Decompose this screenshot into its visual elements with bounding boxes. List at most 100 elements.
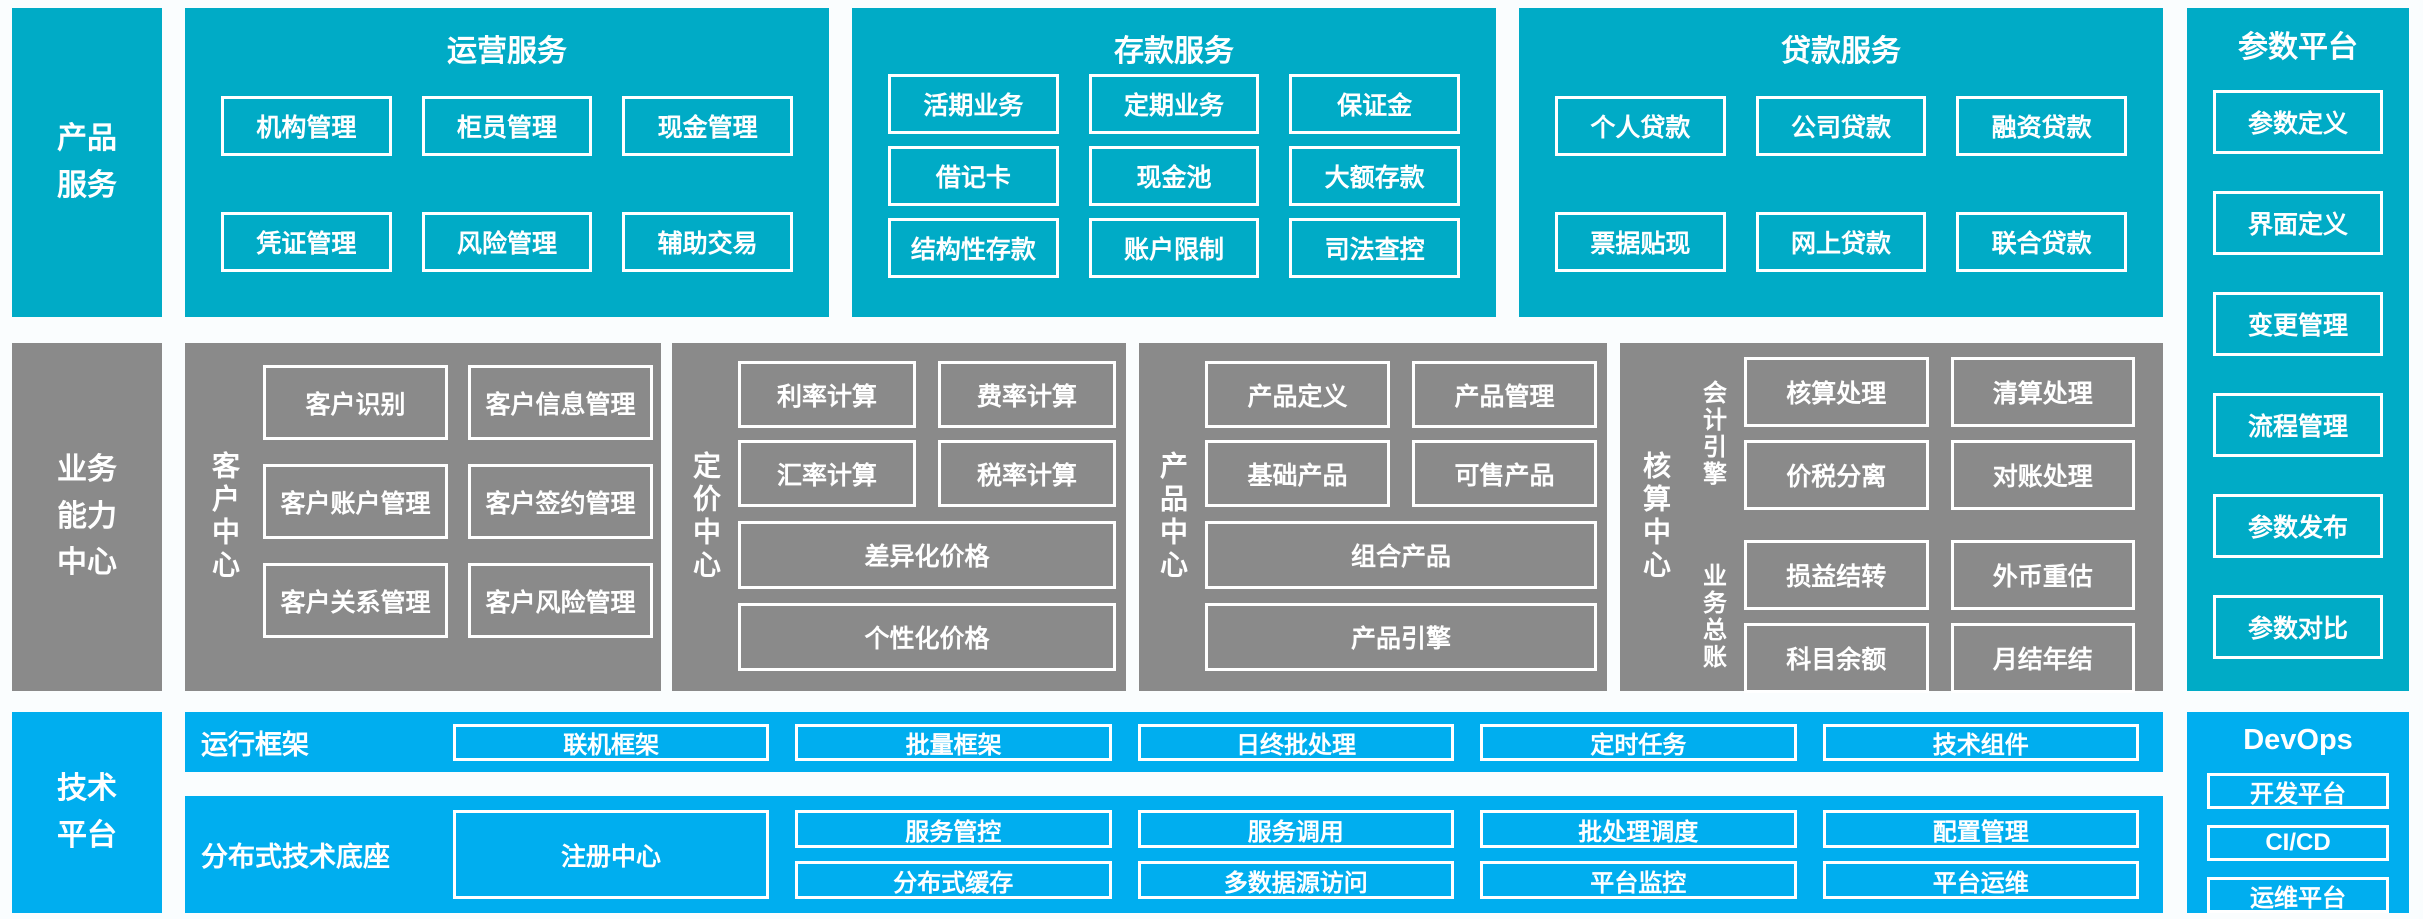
devops-panel: DevOps 开发平台 CI/CD 运维平台 (2187, 712, 2409, 913)
parameter-platform-title: 参数平台 (2238, 31, 2358, 64)
operations-services-panel: 运营服务 机构管理 柜员管理 现金管理 凭证管理 风险管理 辅助交易 (185, 8, 829, 317)
loan-services-title: 贷款服务 (1781, 35, 1901, 68)
module-box: 客户签约管理 (468, 464, 653, 539)
module-box: 流程管理 (2213, 393, 2383, 457)
distributed-base-band: 分布式技术底座 注册中心 服务管控 服务调用 批处理调度 配置管理 分布式缓存 … (185, 796, 2163, 913)
module-box: 汇率计算 (738, 440, 916, 507)
module-box: 联机框架 (453, 723, 770, 761)
module-box: 批量框架 (795, 723, 1112, 761)
module-box: 月结年结 (1950, 623, 2135, 693)
deposit-services-title: 存款服务 (1114, 35, 1234, 68)
module-box: 科目余额 (1744, 623, 1929, 693)
business-ledger-label: 业务总账 (1698, 562, 1726, 671)
module-box: 基础产品 (1205, 440, 1390, 507)
module-box: 核算处理 (1744, 357, 1929, 427)
module-box: 票据贴现 (1555, 212, 1726, 272)
module-box: 参数发布 (2213, 494, 2383, 558)
rail-tech-platform: 技术 平台 (12, 712, 162, 913)
rail-tech-platform-line2: 平台 (57, 818, 117, 852)
module-box: 运维平台 (2207, 877, 2389, 913)
customer-center-label: 客户中心 (209, 451, 240, 583)
module-box: 税率计算 (938, 440, 1116, 507)
product-center-label: 产品中心 (1157, 451, 1188, 583)
pricing-center-label: 定价中心 (690, 451, 721, 583)
module-box: 配置管理 (1822, 810, 2139, 848)
module-box: 对账处理 (1950, 440, 2135, 510)
rail-tech-platform-line1: 技术 (57, 772, 117, 805)
customer-center-panel: 客户中心 客户识别 客户信息管理 客户账户管理 客户签约管理 客户关系管理 客户… (185, 343, 661, 691)
operations-services-grid: 机构管理 柜员管理 现金管理 凭证管理 风险管理 辅助交易 (185, 70, 829, 272)
module-box: 可售产品 (1412, 440, 1597, 507)
devops-title: DevOps (2243, 724, 2353, 756)
operations-services-title: 运营服务 (447, 35, 567, 68)
business-ledger-label-zone: 业务总账 (1690, 540, 1734, 693)
module-box: 组合产品 (1205, 521, 1597, 589)
runtime-framework-grid: 联机框架 批量框架 日终批处理 定时任务 技术组件 (453, 723, 2139, 761)
module-box: 融资贷款 (1956, 96, 2127, 156)
module-box: 费率计算 (938, 361, 1116, 428)
module-box: 客户账户管理 (263, 464, 448, 539)
module-box: 个人贷款 (1555, 96, 1726, 156)
module-box: 平台运维 (1822, 861, 2139, 899)
accounting-engine-label-zone: 会计引擎 (1690, 357, 1734, 510)
pricing-center-grid: 利率计算 费率计算 汇率计算 税率计算 (738, 361, 1116, 507)
deposit-services-panel: 存款服务 活期业务 定期业务 保证金 借记卡 现金池 大额存款 结构性存款 账户… (852, 8, 1496, 317)
distributed-base-grid: 服务管控 服务调用 批处理调度 配置管理 分布式缓存 多数据源访问 平台监控 平… (795, 810, 2139, 899)
runtime-framework-band: 运行框架 联机框架 批量框架 日终批处理 定时任务 技术组件 (185, 712, 2163, 772)
module-box: 界面定义 (2213, 191, 2383, 255)
business-ledger-group: 业务总账 损益结转 外币重估 科目余额 月结年结 (1690, 540, 2135, 693)
module-box: 服务调用 (1137, 810, 1454, 848)
rail-product-services: 产品 服务 (12, 8, 162, 317)
rail-business-capability-line2: 能力 (57, 499, 117, 533)
module-box: 清算处理 (1950, 357, 2135, 427)
module-box: 借记卡 (888, 146, 1059, 206)
module-box: 分布式缓存 (795, 861, 1112, 899)
product-center-grid: 产品定义 产品管理 基础产品 可售产品 (1205, 361, 1597, 507)
module-box: 注册中心 (453, 810, 769, 899)
module-box: 参数定义 (2213, 90, 2383, 154)
module-box: 变更管理 (2213, 292, 2383, 356)
module-box: 现金池 (1088, 146, 1260, 206)
module-box: 定时任务 (1480, 723, 1797, 761)
parameter-platform-panel: 参数平台 参数定义 界面定义 变更管理 流程管理 参数发布 参数对比 (2187, 8, 2409, 691)
module-box: 大额存款 (1289, 146, 1460, 206)
pricing-center-label-zone: 定价中心 (672, 343, 738, 691)
parameter-platform-list: 参数定义 界面定义 变更管理 流程管理 参数发布 参数对比 (2187, 66, 2409, 659)
rail-business-capability-line3: 中心 (57, 546, 117, 580)
deposit-services-grid: 活期业务 定期业务 保证金 借记卡 现金池 大额存款 结构性存款 账户限制 司法… (852, 70, 1496, 278)
module-box: 辅助交易 (622, 212, 793, 272)
module-box: 联合贷款 (1956, 212, 2127, 272)
devops-list: 开发平台 CI/CD 运维平台 (2187, 757, 2409, 913)
pricing-center-panel: 定价中心 利率计算 费率计算 汇率计算 税率计算 差异化价格 个性化价格 (672, 343, 1126, 691)
accounting-center-panel: 核算中心 会计引擎 核算处理 清算处理 价税分离 对账处理 业务总账 损 (1620, 343, 2163, 693)
module-box: 凭证管理 (221, 212, 392, 272)
module-box: 风险管理 (421, 212, 593, 272)
loan-services-panel: 贷款服务 个人贷款 公司贷款 融资贷款 票据贴现 网上贷款 联合贷款 (1519, 8, 2163, 317)
distributed-base-content: 注册中心 服务管控 服务调用 批处理调度 配置管理 分布式缓存 多数据源访问 平… (453, 810, 2139, 899)
module-box: 定期业务 (1088, 74, 1260, 134)
module-box: 司法查控 (1289, 218, 1460, 278)
module-box: 柜员管理 (421, 96, 593, 156)
module-box: 个性化价格 (738, 603, 1116, 671)
module-box: 公司贷款 (1755, 96, 1927, 156)
module-box: CI/CD (2207, 825, 2389, 861)
module-box: 批处理调度 (1480, 810, 1797, 848)
module-box: 网上贷款 (1755, 212, 1927, 272)
module-box: 客户信息管理 (468, 365, 653, 440)
module-box: 服务管控 (795, 810, 1112, 848)
module-box: 账户限制 (1088, 218, 1260, 278)
module-box: 价税分离 (1744, 440, 1929, 510)
module-box: 平台监控 (1480, 861, 1797, 899)
module-box: 技术组件 (1822, 723, 2139, 761)
module-box: 客户识别 (263, 365, 448, 440)
module-box: 参数对比 (2213, 595, 2383, 659)
rail-product-services-line2: 服务 (57, 168, 117, 202)
accounting-engine-label: 会计引擎 (1698, 379, 1726, 488)
module-box: 产品管理 (1412, 361, 1597, 428)
product-center-panel: 产品中心 产品定义 产品管理 基础产品 可售产品 组合产品 产品引擎 (1139, 343, 1607, 691)
accounting-engine-grid: 核算处理 清算处理 价税分离 对账处理 (1744, 357, 2135, 510)
module-box: 产品引擎 (1205, 603, 1597, 671)
business-ledger-grid: 损益结转 外币重估 科目余额 月结年结 (1744, 540, 2135, 693)
module-box: 客户风险管理 (468, 563, 653, 638)
